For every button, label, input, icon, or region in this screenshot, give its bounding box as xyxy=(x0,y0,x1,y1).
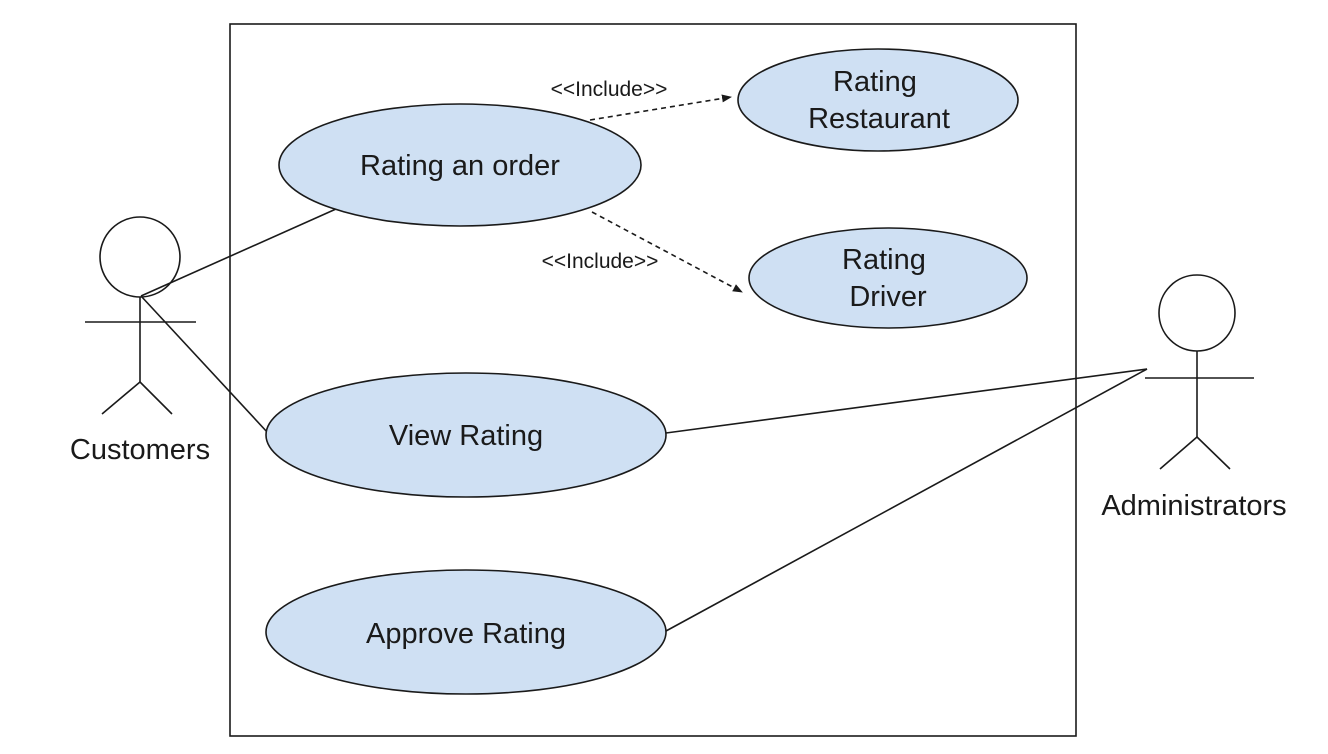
actor-administrators-right-leg xyxy=(1196,436,1231,470)
association-customers-view-rating xyxy=(140,295,269,434)
actor-customers[interactable]: Customers xyxy=(70,216,210,466)
actor-administrators-left-leg xyxy=(1159,436,1198,470)
use-case-approve-rating-label: Approve Rating xyxy=(366,618,566,650)
use-case-rating-restaurant[interactable]: Rating Restaurant xyxy=(737,48,1019,152)
use-case-rating-order[interactable]: Rating an order xyxy=(278,103,642,227)
actor-customers-head xyxy=(99,216,181,298)
use-case-rating-driver[interactable]: Rating Driver xyxy=(748,227,1028,329)
use-case-view-rating-label: View Rating xyxy=(389,420,543,452)
use-case-rating-driver-label: Rating Driver xyxy=(842,244,934,313)
actor-administrators-head xyxy=(1158,274,1236,352)
use-case-approve-rating[interactable]: Approve Rating xyxy=(265,569,667,695)
actor-customers-right-leg xyxy=(139,381,173,415)
actor-administrators-label: Administrators xyxy=(1101,490,1286,522)
include-arrow-driver xyxy=(591,211,743,293)
use-case-rating-order-label: Rating an order xyxy=(360,150,560,182)
include-label-driver: <<Include>> xyxy=(542,250,659,273)
include-arrow-restaurant xyxy=(589,94,732,121)
system-boundary xyxy=(229,23,1077,737)
actor-administrators[interactable]: Administrators xyxy=(1101,274,1287,522)
association-administrators-approve-rating xyxy=(665,368,1148,632)
use-case-view-rating[interactable]: View Rating xyxy=(265,372,667,498)
association-administrators-view-rating xyxy=(665,368,1148,434)
use-case-rating-restaurant-label: Rating Restaurant xyxy=(808,66,950,135)
actor-customers-label: Customers xyxy=(70,434,210,466)
include-label-restaurant: <<Include>> xyxy=(551,78,668,101)
actor-customers-left-leg xyxy=(101,381,141,415)
association-customers-rating-order xyxy=(140,208,337,297)
